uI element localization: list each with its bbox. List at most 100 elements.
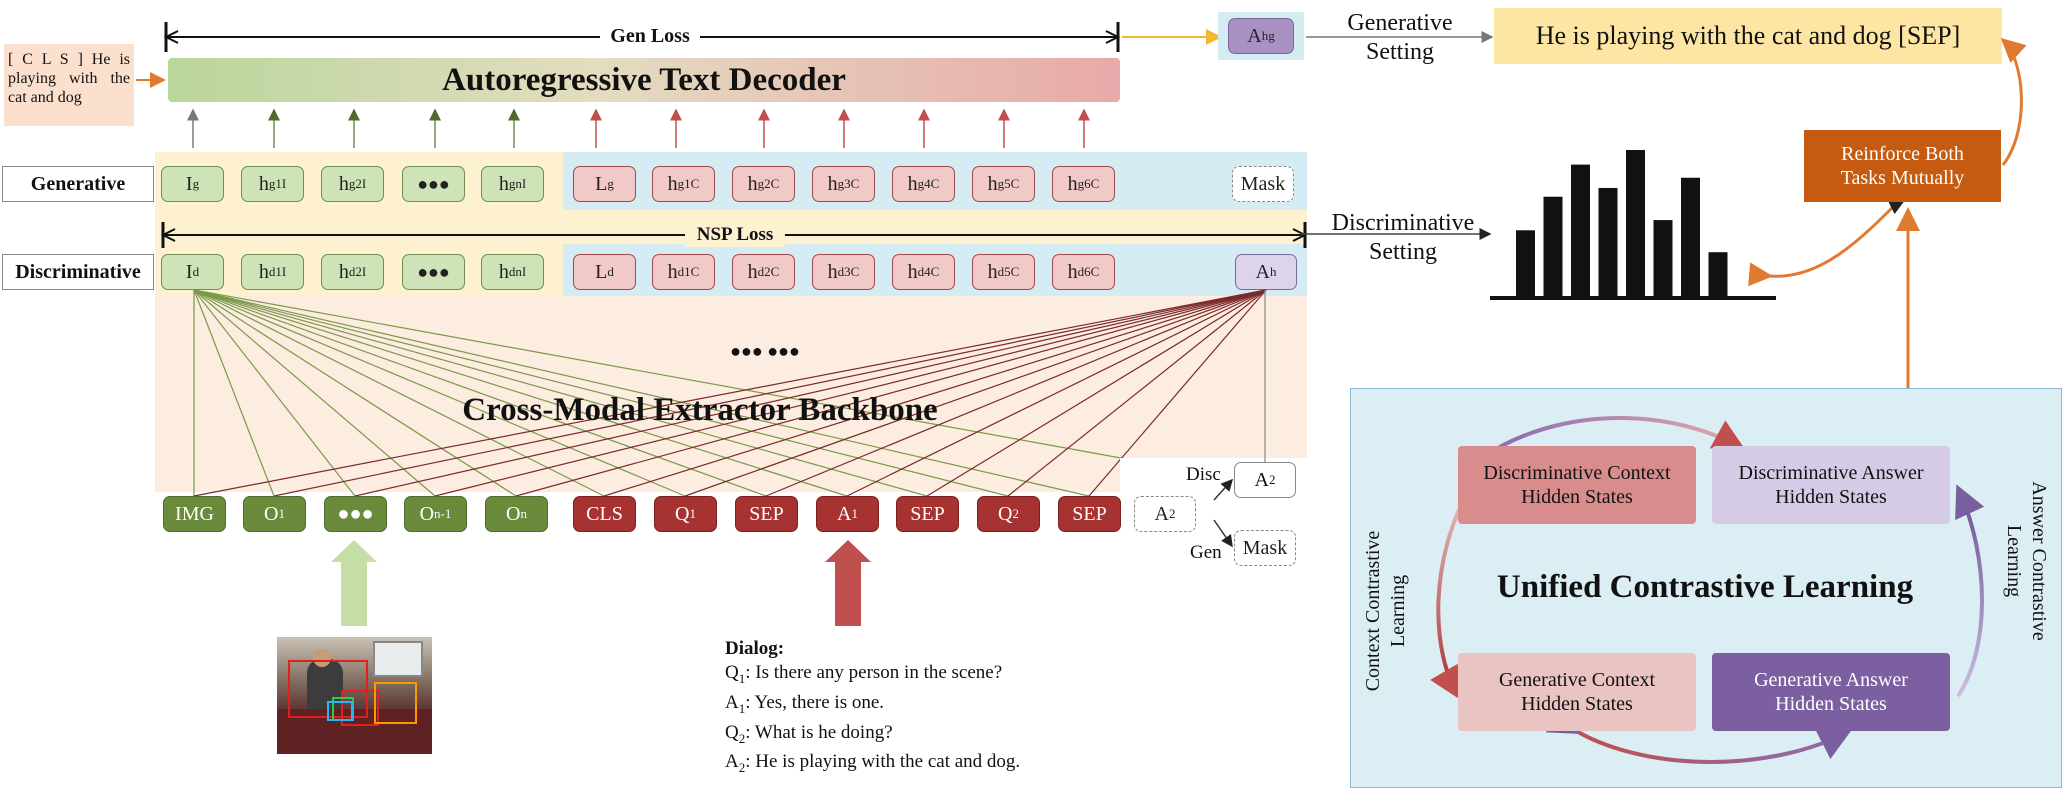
generative-setting-line2: Setting — [1365, 39, 1434, 65]
dialog-utterance: : Yes, there is one. — [745, 691, 885, 713]
generative-hidden-token-sub: gn — [508, 176, 522, 191]
generative-hidden-token-sup: C — [770, 176, 780, 191]
ccl-line1: Context Contrastive — [1362, 530, 1384, 692]
generative-hidden-token-base: h — [907, 172, 918, 195]
input-token-base: ●●● — [337, 502, 374, 525]
input-token-9: SEP — [896, 496, 959, 532]
ah-base: A — [1255, 260, 1270, 283]
input-token-0: IMG — [163, 496, 226, 532]
discriminative-hidden-token-sup: I — [281, 264, 287, 279]
generative-hidden-token-sup: I — [361, 176, 367, 191]
discriminative-hidden-token-3: ●●● — [402, 254, 465, 290]
discriminative-hidden-token-sup: C — [1090, 264, 1100, 279]
input-token-sub: n — [520, 506, 527, 521]
input-token-sub: 1 — [278, 506, 285, 521]
discriminative-row-label-text: Discriminative — [15, 260, 141, 283]
fan-line-id — [193, 289, 848, 497]
gch-box: Generative Context Hidden States — [1458, 653, 1696, 731]
discriminative-hidden-token-base: I — [185, 260, 193, 283]
histogram-bar — [1626, 150, 1645, 296]
fan-line-id — [193, 289, 1090, 497]
generative-hidden-token-base: h — [747, 172, 758, 195]
discriminative-hidden-token-base: ●●● — [417, 261, 450, 282]
discriminative-setting-line1: Discriminative — [1331, 210, 1475, 236]
discriminative-hidden-token-base: h — [667, 260, 678, 283]
generative-hidden-token-sup: C — [1010, 176, 1020, 191]
ahg-sup: g — [1268, 28, 1275, 43]
input-token-base: Q — [998, 502, 1013, 525]
dah-line2: Hidden States — [1775, 486, 1887, 508]
a2-branch-arrows — [1213, 478, 1234, 548]
reinforce-line1: Reinforce Both — [1841, 143, 1964, 165]
generative-hidden-token-sub: g1 — [268, 176, 282, 191]
acl-line1: Answer Contrastive — [2028, 481, 2050, 641]
dialog-line: Q1: Is there any person in the scene? — [725, 661, 1085, 691]
fan-line-ah — [515, 289, 1267, 497]
discriminative-hidden-token-sub: d2 — [348, 264, 362, 279]
gch-line2: Hidden States — [1521, 693, 1633, 715]
generative-hidden-token-base: h — [1067, 172, 1078, 195]
answer-contrastive-label: Answer Contrastive Learning — [1998, 441, 2054, 681]
fan-line-ah — [273, 289, 1267, 497]
generative-hidden-token-sub: g — [192, 176, 200, 191]
dialog-speaker: A — [725, 751, 739, 773]
histogram-bar — [1516, 230, 1535, 296]
input-token-sub: 1 — [689, 506, 696, 521]
fan-line-ah — [1007, 289, 1267, 497]
fan-line-ah — [1088, 289, 1267, 497]
input-token-base: SEP — [1072, 502, 1107, 525]
discriminative-hidden-token-base: h — [987, 260, 998, 283]
discriminative-setting-label: Discriminative Setting — [1318, 206, 1488, 270]
generative-row-label-text: Generative — [30, 172, 126, 195]
input-token-base: SEP — [910, 502, 945, 525]
backbone-dots-text: ●●● ●●● — [730, 340, 800, 361]
dialog-line: Q2: What is he doing? — [725, 721, 1085, 751]
histogram-bar — [1653, 220, 1673, 296]
backbone-title-text: Cross-Modal Extractor Backbone — [462, 391, 938, 428]
discriminative-hidden-token-sup: I — [361, 264, 367, 279]
discriminative-hidden-token-base: h — [907, 260, 918, 283]
input-token-sub: n-1 — [434, 506, 452, 521]
generative-hidden-token-base: h — [827, 172, 838, 195]
gch-line1: Generative Context — [1498, 669, 1656, 691]
generative-hidden-token-sub: g1 — [677, 176, 691, 191]
disc-label: Disc — [1186, 464, 1221, 485]
dch-line1: Discriminative Context — [1483, 462, 1671, 484]
generative-hidden-token-sup: I — [281, 176, 287, 191]
generative-hidden-token-base: h — [258, 172, 269, 195]
generative-hidden-token-base: h — [498, 172, 509, 195]
generative-hidden-token-sup: C — [690, 176, 700, 191]
acl-line2: Learning — [2003, 524, 2025, 598]
generative-setting-line1: Generative — [1347, 10, 1453, 36]
cls-input-text: [ C L S ] He is playing with the cat and… — [8, 51, 130, 106]
fan-line-id — [193, 289, 686, 497]
discriminative-hidden-token-base: h — [338, 260, 349, 283]
fan-line-id — [193, 289, 605, 497]
gah-box: Generative Answer Hidden States — [1712, 653, 1950, 731]
input-token-base: O — [419, 502, 435, 525]
a2-sub: 2 — [1168, 506, 1176, 521]
fan-line-id-a2 — [193, 289, 1133, 461]
generative-hidden-token-sup: I — [521, 176, 527, 191]
nsp-loss-label: NSP Loss — [685, 223, 785, 247]
gah-line1: Generative Answer — [1754, 669, 1908, 691]
dch-line2: Hidden States — [1521, 486, 1633, 508]
generative-hidden-token-sub: g5 — [997, 176, 1011, 191]
histogram-bar — [1571, 164, 1590, 296]
fan-line-ah — [846, 289, 1267, 497]
dialog-line: A1: Yes, there is one. — [725, 691, 1085, 721]
generative-hidden-token-sup: C — [930, 176, 940, 191]
discriminative-hidden-token-sup: C — [930, 264, 940, 279]
discriminative-hidden-token-sub: d — [192, 264, 200, 279]
